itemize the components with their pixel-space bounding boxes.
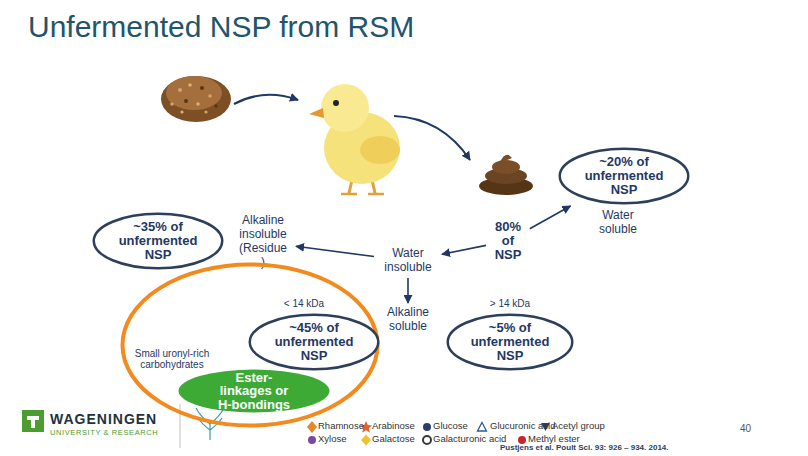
flow-arrow — [530, 206, 571, 229]
meal-grain — [184, 99, 188, 103]
meal-grain — [178, 88, 182, 92]
legend-entry: Glucuronic acid — [490, 421, 555, 431]
methyl-ester-symbol — [518, 436, 526, 444]
ellipse-shape — [179, 370, 330, 413]
slide-title: Unfermented NSP from RSM — [28, 12, 414, 42]
excreta-layer — [492, 160, 520, 174]
node-text: Ester-linkages or H-bondings — [214, 369, 294, 413]
chick-eye — [333, 100, 339, 106]
legend-entry: Rhamnose — [318, 421, 364, 431]
logo-mark — [27, 416, 39, 428]
node-text: ~20% of unfermented NSP — [578, 147, 670, 205]
university-logo — [22, 410, 44, 432]
chick-foot — [341, 193, 357, 196]
legend-entry: Galacturonic acid — [433, 434, 506, 444]
legend-entry: Acetyl group — [552, 421, 605, 431]
ellipse-shape — [123, 265, 378, 426]
galactose-symbol — [361, 435, 371, 446]
flow-arrow — [442, 245, 486, 254]
pile-base — [161, 76, 231, 122]
logo-name: WAGENINGEN — [50, 412, 157, 426]
node-text: 80% of NSP — [488, 217, 528, 265]
legend-entry: Galactose — [372, 434, 415, 444]
glucuronic-acid-symbol — [478, 423, 487, 432]
meal-grain — [180, 110, 183, 113]
meal-grain — [170, 102, 174, 106]
fraction-ellipse: > 14 kDa ~5% of unfermented NSP — [446, 297, 574, 373]
meal-grain — [200, 86, 204, 90]
legend-entry: Methyl ester — [528, 434, 580, 444]
size-heading: > 14 kDa — [480, 297, 540, 311]
node-text: Water insoluble — [376, 246, 440, 276]
xylose-symbol — [308, 436, 316, 444]
meal-grain — [188, 83, 192, 87]
page-number: 40 — [740, 424, 751, 434]
legend-entry: Arabinose — [372, 421, 415, 431]
galacturonic-acid-symbol — [423, 436, 431, 444]
chick — [309, 84, 400, 194]
node-text: Alkaline soluble — [380, 305, 436, 335]
rapeseed-meal-pile — [161, 76, 231, 122]
flow-arrow — [296, 246, 374, 256]
node-text: ~5% of unfermented NSP — [464, 313, 556, 371]
node-text: ~35% of unfermented NSP — [112, 212, 204, 270]
excretion-arrow — [394, 116, 470, 160]
pile-top — [166, 76, 222, 110]
fraction-ellipse: < 14 kDa ~45% of unfermented NSP — [248, 297, 380, 373]
node-text: ~45% of unfermented NSP — [268, 313, 360, 371]
glucose-symbol — [423, 423, 431, 431]
total-nsp-label: 80% of NSP — [488, 217, 528, 265]
logo-square — [22, 410, 44, 432]
meal-grain — [208, 94, 212, 98]
rhamnose-symbol — [307, 421, 317, 433]
excreta-tip — [500, 155, 512, 162]
chick-beak — [309, 108, 324, 118]
citation: Pustjens et al. Poult Sci. 93: 926 – 934… — [500, 444, 669, 452]
connector-label: Water soluble — [594, 208, 642, 238]
feed-arrow — [234, 95, 298, 104]
chick-head — [321, 84, 369, 132]
meal-grain — [196, 102, 199, 105]
fraction-step: Water insoluble — [376, 246, 440, 276]
fraction-ellipse: ~20% of unfermented NSP — [558, 147, 690, 205]
logo-subtitle: UNIVERSITY & RESEARCH — [50, 429, 158, 437]
fraction-step: Alkaline soluble — [380, 305, 436, 335]
legend-entry: Xylose — [318, 434, 347, 444]
highlight-circle: Small uronyl-rich carbohydrates < 14 kDa ~… — [120, 262, 380, 428]
node-text: Small uronyl-rich carbohydrates — [126, 344, 218, 374]
flow-arrow — [407, 278, 409, 303]
chick-foot — [368, 193, 384, 196]
chick-wing — [360, 136, 400, 164]
excreta — [479, 155, 533, 195]
meal-grain — [204, 110, 207, 113]
bonding-ellipse: Ester-linkages or H-bondings — [178, 369, 330, 413]
size-heading: < 14 kDa — [274, 297, 334, 311]
meal-grain — [214, 104, 218, 108]
fraction-ellipse: ~35% of unfermented NSP — [92, 212, 224, 270]
legend-entry: Glucose — [433, 421, 468, 431]
